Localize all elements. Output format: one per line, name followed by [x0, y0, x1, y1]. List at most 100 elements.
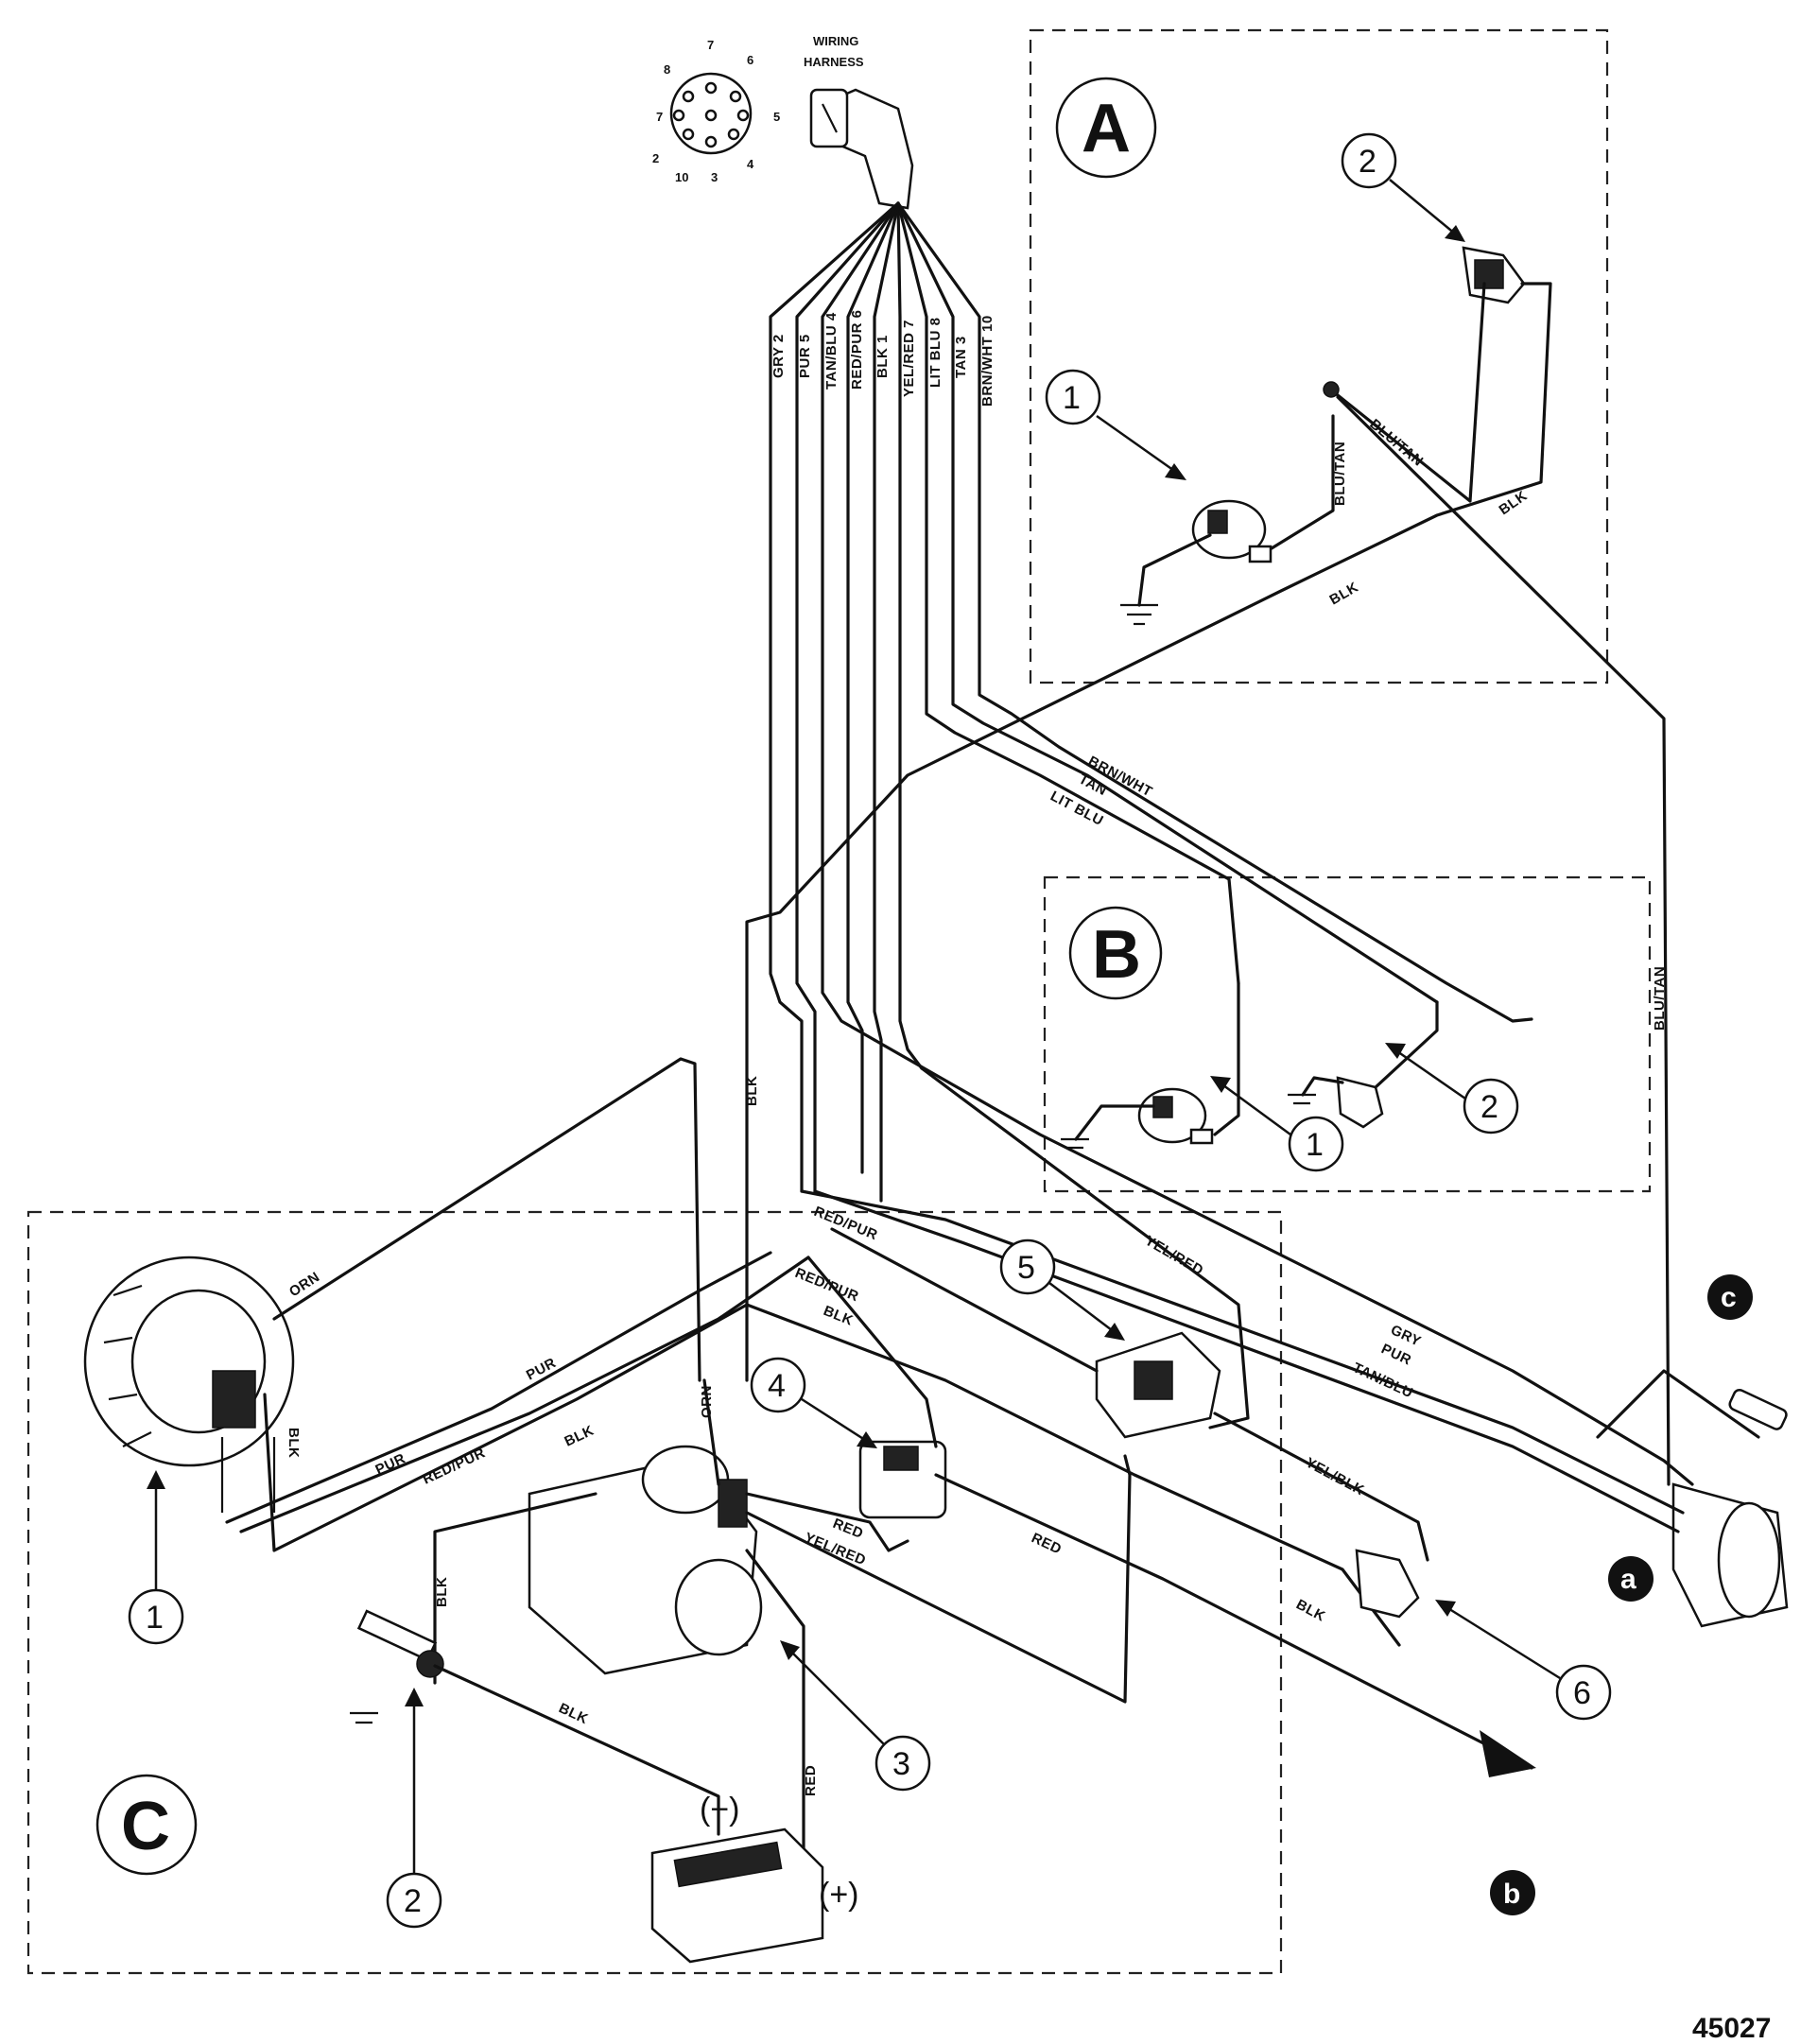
callout-a-1 — [1045, 369, 1186, 480]
wire-c — [1596, 1369, 1760, 1439]
region-a-label: A — [1082, 91, 1131, 166]
region-b-wire-ground-1 — [1074, 1104, 1155, 1141]
harness-wire-label-7: TAN 3 — [953, 336, 969, 378]
harness-title-line1: WIRING — [813, 34, 858, 48]
label-pur-2: PUR — [373, 1450, 408, 1478]
solenoid-wire-blk — [745, 1303, 1401, 1647]
label-yel-blk: YEL/BLK — [1303, 1455, 1367, 1499]
callout-c-4-number: 4 — [768, 1368, 786, 1404]
callout-c-6-number: 6 — [1573, 1675, 1591, 1711]
region-a-label-blu-tan-v: BLU/TAN — [1332, 442, 1348, 506]
slave-wire-red-pur — [830, 1227, 1099, 1373]
region-b-label: B — [1092, 917, 1141, 993]
callout-b-1 — [1210, 1076, 1344, 1172]
region-a-wire-blk — [745, 282, 1552, 1382]
region-b-ground-2 — [1288, 1093, 1316, 1105]
starter-wire-yel-red — [745, 1454, 1132, 1704]
wire-c-terminal — [1728, 1388, 1788, 1430]
callout-c-3-number: 3 — [892, 1746, 910, 1782]
pin-label-2: 2 — [652, 151, 659, 165]
region-b-box — [1043, 875, 1652, 1193]
callout-a-2-number: 2 — [1359, 144, 1376, 180]
harness-wire-label-8: BRN/WHT 10 — [979, 315, 996, 407]
harness-plug-a — [1671, 1482, 1789, 1628]
alternator-pigtail — [220, 1437, 276, 1513]
harness-wire-label-6: LIT BLU 8 — [927, 318, 944, 389]
slave-wire-red — [934, 1473, 1533, 1770]
alternator-wire-red-pur — [239, 1256, 810, 1533]
starter-wire-orn — [702, 1378, 720, 1486]
label-blk-starter: BLK — [434, 1577, 450, 1607]
region-a-label-blk-2: BLK — [1327, 580, 1361, 609]
region-a-ground-1 — [1120, 603, 1158, 626]
region-b-wire-tan — [1374, 1000, 1439, 1089]
harness-title-line2: HARNESS — [804, 55, 864, 69]
starter-wire-red-batt — [745, 1549, 805, 1902]
pin-label-7-left: 7 — [656, 110, 663, 124]
harness-wire-label-3: RED/PUR 6 — [849, 309, 865, 390]
ref-c-badge — [1707, 1274, 1753, 1320]
arrow-b — [1480, 1730, 1536, 1777]
label-red-b: RED — [1029, 1530, 1064, 1557]
region-a-sender-2 — [1462, 246, 1526, 304]
pin-label-4: 4 — [747, 157, 754, 171]
region-c-badge — [95, 1774, 198, 1876]
pin-label-10: 10 — [675, 170, 688, 184]
harness-connector — [809, 88, 914, 210]
label-red-pur-sol: RED/PUR — [793, 1265, 861, 1305]
pin-label-7-top: 7 — [707, 38, 714, 52]
connector-pin-face — [669, 72, 753, 155]
switch-6-wire-yel-blk — [1213, 1412, 1429, 1562]
pin-label-8: 8 — [664, 62, 670, 77]
ground-stud — [350, 1609, 444, 1724]
label-blk-alt-1: BLK — [563, 1423, 597, 1450]
region-a-box — [1029, 28, 1609, 684]
ref-a-badge — [1608, 1556, 1654, 1602]
solenoid-wire-red-pur — [806, 1256, 938, 1448]
battery — [650, 1827, 824, 1964]
callout-b-2-number: 2 — [1480, 1089, 1498, 1125]
slave-wire-yel-red — [920, 1066, 1250, 1429]
region-b-wire-ground-2 — [1301, 1076, 1344, 1097]
region-a-wire-blu-tan-1 — [1270, 414, 1335, 550]
ground-wire-blk — [433, 1664, 720, 1836]
region-b-sender-2 — [1336, 1076, 1384, 1129]
label-red-pur-alt: RED/PUR — [421, 1445, 489, 1487]
harness-wire-label-4: BLK 1 — [874, 335, 891, 378]
wire-pur — [813, 1189, 1680, 1533]
region-b-wire-lit-blu — [1213, 981, 1240, 1136]
callout-c-2 — [386, 1688, 442, 1929]
callout-c-3 — [780, 1640, 931, 1792]
callout-c-1 — [128, 1470, 184, 1645]
region-a-wire-ground — [1137, 533, 1212, 607]
harness-wire-label-1: PUR 5 — [797, 334, 813, 378]
starter-motor — [528, 1445, 763, 1675]
alternator-wire-blk — [263, 1303, 749, 1552]
label-red-batt: RED — [803, 1765, 819, 1796]
pin-label-3: 3 — [711, 170, 718, 184]
ref-b-letter: b — [1503, 1879, 1520, 1910]
label-orn-starter: ORN — [699, 1385, 715, 1418]
battery-neg-label: (−) — [700, 1792, 740, 1827]
label-blu-tan-long: BLU/TAN — [1652, 966, 1668, 1031]
alternator-wire-pur — [225, 1251, 772, 1524]
ref-a-letter: a — [1620, 1564, 1636, 1595]
callout-c-4 — [750, 1357, 877, 1448]
label-blk-harness: BLK — [744, 1076, 760, 1106]
pin-label-6: 6 — [747, 53, 753, 67]
harness-wire-bundle — [769, 201, 1533, 1203]
slave-solenoid-5 — [1095, 1331, 1221, 1439]
region-a-label-blk-1: BLK — [1497, 488, 1531, 518]
callout-c-2-number: 2 — [404, 1883, 422, 1919]
harness-wire-label-5: YEL/RED 7 — [901, 320, 917, 397]
ref-b-badge — [1490, 1870, 1535, 1915]
label-blk-alt-2: BLK — [286, 1428, 302, 1458]
callout-c-1-number: 1 — [146, 1600, 164, 1636]
region-a-label-blu-tan-d: BLU/TAN — [1366, 416, 1426, 470]
battery-pos-label: (+) — [819, 1877, 859, 1913]
region-a-switch-1 — [1191, 499, 1273, 563]
callout-a-1-number: 1 — [1063, 380, 1081, 416]
label-blk-switch6: BLK — [1293, 1597, 1328, 1625]
callout-b-1-number: 1 — [1306, 1127, 1324, 1163]
callout-c-5 — [999, 1239, 1125, 1341]
